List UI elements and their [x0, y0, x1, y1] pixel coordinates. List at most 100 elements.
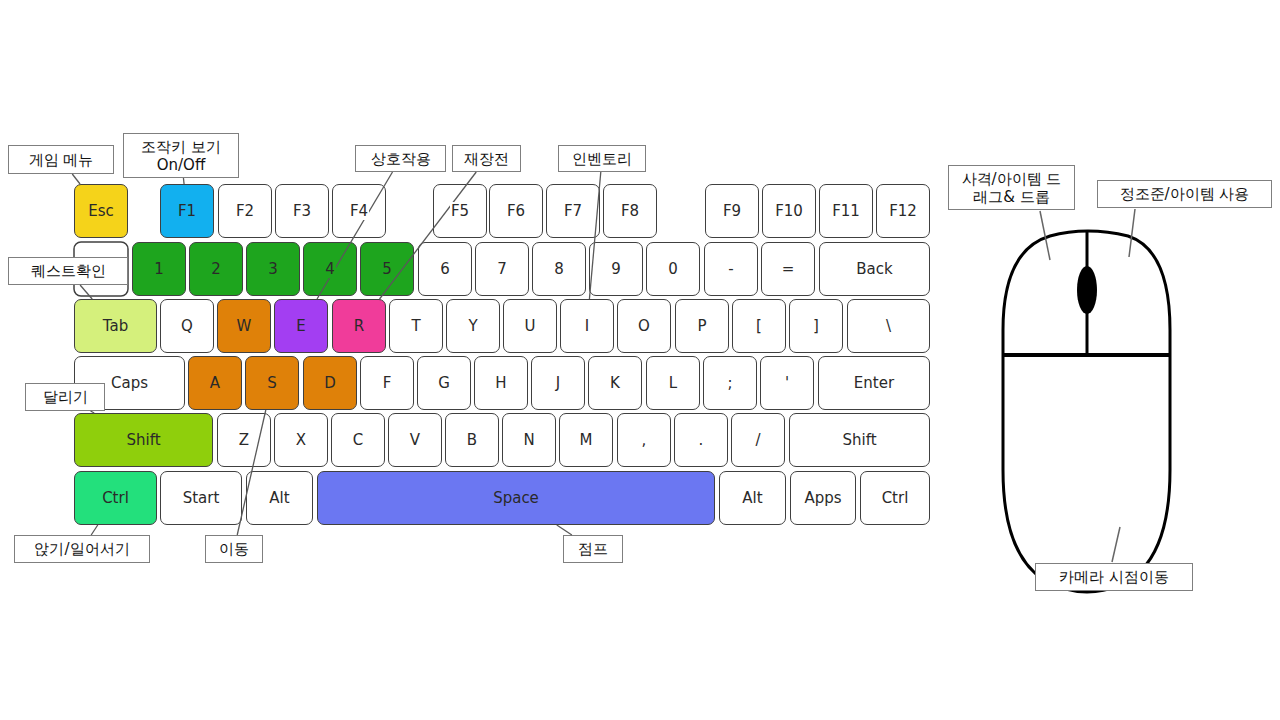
leader-line: [91, 411, 95, 413]
key-label: U: [524, 317, 537, 335]
key-label: .: [698, 431, 705, 449]
key-label: 6: [439, 260, 451, 278]
leader-stroke: [91, 411, 95, 413]
key-label: V: [409, 431, 421, 449]
key-cap: 7: [475, 242, 529, 296]
key-label: -: [727, 260, 734, 278]
key-cap: 4: [303, 242, 357, 296]
key-label: Y: [467, 317, 478, 335]
key-label: 2: [210, 260, 222, 278]
key-label: =: [781, 260, 796, 278]
callout-text: 게임 메뉴: [28, 151, 95, 169]
key-cap: 1: [132, 242, 186, 296]
key-label: F5: [450, 202, 470, 220]
key-label: F6: [506, 202, 526, 220]
key-label: Enter: [853, 374, 895, 392]
key-cap: \: [847, 299, 930, 353]
key-label: 1: [153, 260, 165, 278]
leader-line: [589, 172, 600, 299]
key-label: A: [209, 374, 221, 392]
key-cap: Ctrl: [74, 471, 157, 525]
callout-box: 게임 메뉴: [8, 145, 114, 174]
key-cap: Y: [446, 299, 500, 353]
key-cap: F8: [603, 184, 657, 238]
key-label: J: [555, 374, 561, 392]
key-cap: C: [331, 413, 385, 467]
key-label: H: [494, 374, 507, 392]
key-cap: .: [674, 413, 728, 467]
leader-line: [91, 525, 98, 535]
key-cap: Esc: [74, 184, 128, 238]
callout-box: 인벤토리: [558, 145, 646, 172]
key-label: F11: [831, 202, 861, 220]
key-label: ]: [812, 317, 820, 335]
callout-text: 재장전: [463, 150, 510, 168]
key-label: Alt: [741, 489, 763, 507]
key-cap: 0: [646, 242, 700, 296]
key-cap: F2: [218, 184, 272, 238]
key-label: F2: [235, 202, 255, 220]
key-label: K: [609, 374, 621, 392]
key-cap: P: [675, 299, 729, 353]
key-cap: Z: [217, 413, 271, 467]
callout-box: 정조준/아이템 사용: [1097, 180, 1272, 208]
key-label: G: [437, 374, 451, 392]
key-cap: F6: [489, 184, 543, 238]
key-cap: Back: [819, 242, 930, 296]
key-cap: -: [704, 242, 758, 296]
key-cap: X: [274, 413, 328, 467]
key-cap: Shift: [789, 413, 930, 467]
key-cap: 3: [246, 242, 300, 296]
key-cap: Alt: [246, 471, 313, 525]
key-label: B: [466, 431, 478, 449]
leader-stroke: [72, 174, 80, 184]
key-cap: K: [588, 356, 642, 410]
key-label: 8: [553, 260, 565, 278]
callout-box: 조작키 보기 On/Off: [123, 133, 239, 178]
key-cap: Tab: [74, 299, 157, 353]
key-cap: /: [731, 413, 785, 467]
key-label: 7: [496, 260, 508, 278]
key-cap: V: [388, 413, 442, 467]
key-cap: U: [503, 299, 557, 353]
key-label: D: [323, 374, 337, 392]
key-label: Q: [180, 317, 194, 335]
key-label: R: [353, 317, 365, 335]
key-label: ;: [726, 374, 733, 392]
key-cap: =: [761, 242, 815, 296]
key-label: F3: [292, 202, 312, 220]
callout-box: 사격/아이템 드래그& 드롭: [948, 165, 1075, 210]
key-cap: Alt: [719, 471, 786, 525]
leader-stroke: [91, 525, 98, 535]
key-label: Shift: [841, 431, 877, 449]
callout-text: 정조준/아이템 사용: [1119, 185, 1251, 203]
key-cap: M: [559, 413, 613, 467]
key-cap: E: [274, 299, 328, 353]
key-label: F7: [563, 202, 583, 220]
key-cap: Enter: [818, 356, 930, 410]
key-cap: W: [217, 299, 271, 353]
key-cap: O: [617, 299, 671, 353]
key-label: 3: [267, 260, 279, 278]
leader-line: [317, 172, 392, 299]
key-cap: F10: [762, 184, 816, 238]
key-cap: ,: [617, 413, 671, 467]
key-cap: Q: [160, 299, 214, 353]
key-label: S: [266, 374, 278, 392]
key-cap: G: [417, 356, 471, 410]
key-label: 4: [324, 260, 336, 278]
key-cap: T: [389, 299, 443, 353]
callout-text: 카메라 시점이동: [1058, 568, 1170, 586]
key-cap: D: [303, 356, 357, 410]
key-cap: F9: [705, 184, 759, 238]
key-label: O: [637, 317, 651, 335]
leader-line: [1112, 527, 1120, 562]
leader-stroke: [589, 172, 600, 299]
key-label: I: [584, 317, 590, 335]
leader-stroke: [183, 178, 185, 184]
key-label: T: [410, 317, 421, 335]
key-label: F12: [888, 202, 918, 220]
key-label: /: [754, 431, 761, 449]
key-label: F: [382, 374, 393, 392]
